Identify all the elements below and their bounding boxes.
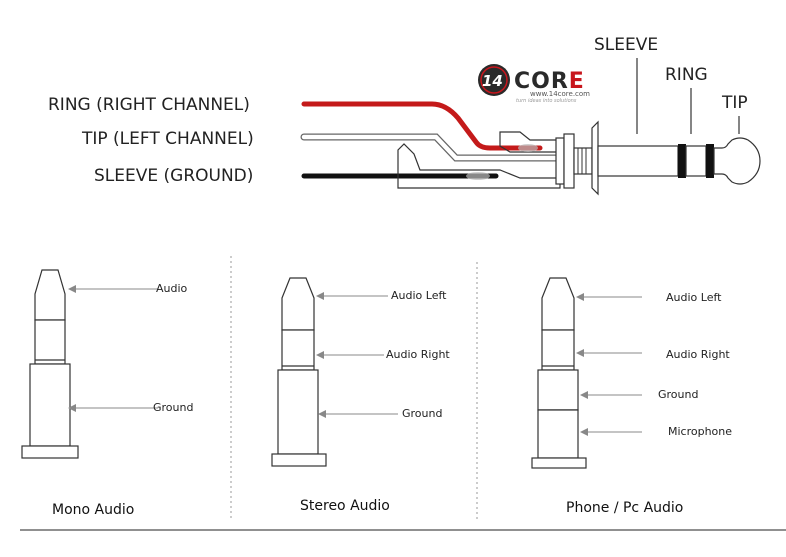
plug-thread xyxy=(573,147,593,175)
mono-base xyxy=(21,445,79,459)
phone-ring-1 xyxy=(541,329,575,371)
solder-blob-ring xyxy=(518,144,538,152)
plug-washer xyxy=(555,137,565,185)
tip-wire xyxy=(301,134,563,161)
plug-tip-section xyxy=(713,137,761,185)
plug-sleeve-section xyxy=(597,145,679,177)
stereo-label-audio-left: Audio Left xyxy=(391,289,447,302)
mono-label-audio: Audio xyxy=(156,282,188,295)
phone-base xyxy=(531,457,587,469)
logo-number: 14 xyxy=(482,72,503,90)
stereo-sleeve xyxy=(277,369,319,455)
phone-label-microphone: Microphone xyxy=(668,425,732,438)
plug-insulator-2 xyxy=(706,144,714,178)
phone-caption: Phone / Pc Audio xyxy=(566,500,683,516)
stereo-label-audio-right: Audio Right xyxy=(386,348,450,361)
logo-url: www.14core.com xyxy=(530,90,590,98)
phone-tip xyxy=(541,277,575,331)
stereo-ring xyxy=(281,329,315,371)
plug-ring-section xyxy=(685,145,707,177)
top-cable-diagram: RING (RIGHT CHANNEL) TIP (LEFT CHANNEL) … xyxy=(48,35,761,196)
plug-flange xyxy=(591,120,599,196)
label-sleeve: SLEEVE xyxy=(594,35,658,55)
stereo-base xyxy=(271,453,327,467)
mono-collar xyxy=(34,319,66,365)
solder-blob-sleeve xyxy=(466,172,490,180)
stereo-plug-diagram: Audio Left Audio Right Ground Stereo Aud… xyxy=(271,277,450,514)
phone-label-ground: Ground xyxy=(658,388,698,401)
sleeve-terminal xyxy=(397,143,561,189)
label-sleeve-ground: SLEEVE (GROUND) xyxy=(94,166,253,186)
mono-sleeve xyxy=(29,363,71,447)
logo-tagline: turn ideas into solutions xyxy=(516,98,577,104)
ring-wire xyxy=(301,101,543,151)
logo-word: CORE xyxy=(514,69,585,94)
phone-plug-diagram: Audio Left Audio Right Ground Microphone… xyxy=(531,277,732,516)
brand-logo: 14 CORE www.14core.com turn ideas into s… xyxy=(478,64,590,104)
mono-label-ground: Ground xyxy=(153,401,193,414)
phone-label-audio-left: Audio Left xyxy=(666,291,722,304)
plug-collar xyxy=(563,133,575,189)
phone-ring-2 xyxy=(537,369,579,411)
label-tip: TIP xyxy=(721,93,748,113)
mono-caption: Mono Audio xyxy=(52,502,134,518)
plug-35mm xyxy=(555,120,761,196)
plug-insulator-1 xyxy=(678,144,686,178)
label-ring-right-channel: RING (RIGHT CHANNEL) xyxy=(48,95,250,115)
stereo-label-ground: Ground xyxy=(402,407,442,420)
label-ring: RING xyxy=(665,65,708,85)
stereo-tip xyxy=(281,277,315,331)
phone-sleeve xyxy=(537,409,579,459)
mono-plug-diagram: Audio Ground Mono Audio xyxy=(21,269,193,518)
stereo-caption: Stereo Audio xyxy=(300,498,390,514)
phone-label-audio-right: Audio Right xyxy=(666,348,730,361)
logo-badge xyxy=(478,64,510,96)
mono-tip xyxy=(34,269,66,321)
label-tip-left-channel: TIP (LEFT CHANNEL) xyxy=(81,129,254,149)
